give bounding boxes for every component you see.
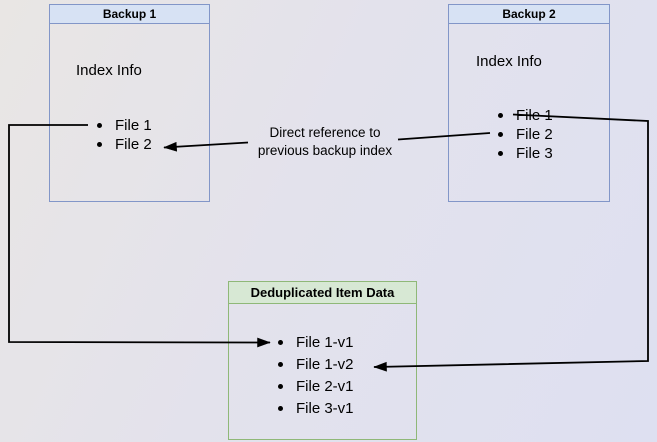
- direct-reference-line2: previous backup index: [257, 143, 393, 158]
- dedup-file-list: File 1-v1 File 1-v2 File 2-v1 File 3-v1: [278, 331, 354, 419]
- list-item: File 1: [498, 106, 553, 125]
- bullet-icon: [498, 132, 503, 137]
- dedup-header: Deduplicated Item Data: [229, 282, 416, 304]
- backup2-file-list: File 1 File 2 File 3: [498, 106, 553, 163]
- backup1-title: Backup 1: [102, 7, 157, 21]
- direct-reference-label: Direct reference to previous backup inde…: [225, 124, 425, 160]
- bullet-icon: [97, 123, 102, 128]
- bullet-icon: [498, 113, 503, 118]
- direct-reference-line1: Direct reference to: [269, 125, 381, 140]
- list-item-label: File 2: [516, 126, 553, 143]
- backup1-header: Backup 1: [50, 5, 209, 24]
- backup2-title: Backup 2: [502, 7, 556, 21]
- bullet-icon: [278, 405, 283, 411]
- list-item-label: File 3-v1: [296, 399, 354, 417]
- list-item: File 2-v1: [278, 375, 354, 397]
- bullet-icon: [97, 142, 102, 147]
- backup1-index-info-label: Index Info: [76, 62, 142, 79]
- backup1-file-list: File 1 File 2: [97, 116, 152, 154]
- list-item: File 2: [498, 125, 553, 144]
- list-item-label: File 1-v1: [296, 333, 354, 351]
- bullet-icon: [278, 361, 283, 367]
- list-item: File 1-v2: [278, 353, 354, 375]
- bullet-icon: [278, 339, 283, 345]
- backup2-index-info-label: Index Info: [476, 53, 542, 70]
- backup2-box: Backup 2: [448, 4, 610, 202]
- list-item-label: File 2-v1: [296, 377, 354, 395]
- list-item: File 1: [97, 116, 152, 135]
- list-item-label: File 1-v2: [296, 355, 354, 373]
- bullet-icon: [498, 151, 503, 156]
- list-item-label: File 2: [115, 136, 152, 153]
- backup2-header: Backup 2: [449, 5, 609, 24]
- list-item-label: File 3: [516, 145, 553, 162]
- bullet-icon: [278, 383, 283, 389]
- list-item-label: File 1: [115, 117, 152, 134]
- dedup-title: Deduplicated Item Data: [250, 285, 395, 300]
- list-item: File 3-v1: [278, 397, 354, 419]
- list-item-label: File 1: [516, 107, 553, 124]
- backup1-box: Backup 1: [49, 4, 210, 202]
- list-item: File 2: [97, 135, 152, 154]
- list-item: File 3: [498, 144, 553, 163]
- dedup-box: Deduplicated Item Data: [228, 281, 417, 440]
- list-item: File 1-v1: [278, 331, 354, 353]
